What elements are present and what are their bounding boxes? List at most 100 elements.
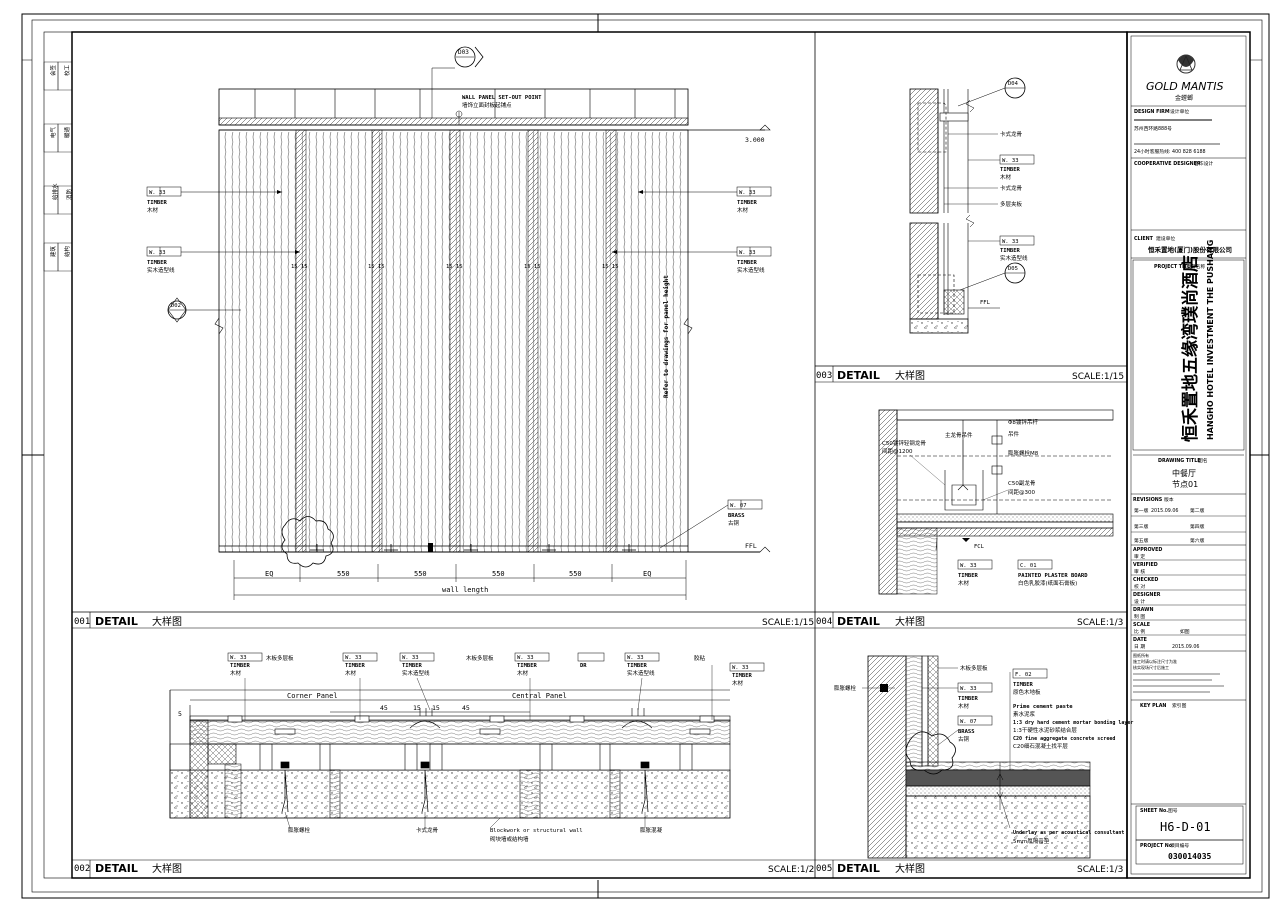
svg-text:版本: 版本 (1164, 496, 1174, 503)
svg-text:CLIENT: CLIENT (1134, 236, 1154, 242)
stamp-7: 建筑 (49, 245, 57, 257)
wood-grain-line (651, 131, 654, 553)
wood-grain-line (427, 131, 430, 553)
wood-grain-line (406, 131, 409, 553)
svg-text:木材: 木材 (732, 679, 744, 687)
stamp-2: 校工 (63, 64, 71, 76)
svg-text:设 计: 设 计 (1134, 598, 1145, 605)
svg-text:木材: 木材 (958, 702, 970, 710)
side-stamp-column (43, 31, 73, 879)
svg-text:VERIFIED: VERIFIED (1133, 562, 1158, 568)
wood-grain-line (434, 131, 437, 553)
svg-text:DETAIL: DETAIL (837, 862, 880, 875)
svg-text:素水泥浆: 素水泥浆 (1013, 710, 1036, 718)
svg-text:FFL: FFL (980, 300, 991, 306)
svg-text:15 15: 15 15 (368, 264, 385, 270)
wood-grain-line (504, 131, 507, 553)
side-stamps: 会签 校工 电气 暖通 给排水 消防 建筑 结构 (43, 61, 73, 272)
svg-text:TIMBER: TIMBER (627, 663, 648, 669)
svg-text:Φ8镀锌吊杆: Φ8镀锌吊杆 (1008, 418, 1038, 426)
wood-grain-line (357, 131, 360, 553)
svg-text:GOLD MANTIS: GOLD MANTIS (1146, 80, 1223, 93)
wood-grain-line (525, 131, 528, 553)
svg-text:间距@300: 间距@300 (1008, 488, 1035, 496)
wood-grain-line (322, 131, 325, 553)
svg-text:卡式龙骨: 卡式龙骨 (416, 826, 439, 834)
wood-grain-line (343, 131, 346, 553)
svg-text:图号: 图号 (1168, 808, 1178, 814)
wood-grain-line (539, 131, 542, 553)
svg-text:木材: 木材 (230, 669, 242, 677)
svg-text:中餐厅: 中餐厅 (1172, 468, 1196, 478)
svg-text:REVISIONS: REVISIONS (1133, 497, 1163, 503)
svg-text:W. 33: W. 33 (1002, 239, 1019, 245)
svg-text:15 15: 15 15 (446, 264, 463, 270)
svg-text:TIMBER: TIMBER (345, 663, 366, 669)
sheet-outer-frame (21, 13, 1270, 899)
svg-text:古铜: 古铜 (958, 735, 970, 743)
svg-text:COOPERATIVE DESIGNER: COOPERATIVE DESIGNER (1134, 161, 1201, 167)
stamp-4: 暖通 (63, 126, 71, 138)
central-panel-label: Central Panel (512, 692, 567, 700)
svg-text:砌块墙或结构墙: 砌块墙或结构墙 (490, 835, 529, 843)
svg-text:001: 001 (74, 617, 90, 627)
svg-text:第二版: 第二版 (1190, 507, 1205, 514)
svg-text:Blockwork or structural wall: Blockwork or structural wall (490, 828, 583, 834)
svg-text:实木造型线: 实木造型线 (737, 266, 765, 274)
svg-text:1:3 dry hard cement mortar bon: 1:3 dry hard cement mortar bonding layer (1013, 720, 1133, 726)
svg-text:DETAIL: DETAIL (95, 615, 138, 628)
svg-text:吊件: 吊件 (1008, 430, 1020, 438)
svg-text:SCALE:1/3: SCALE:1/3 (1077, 865, 1123, 875)
svg-text:TIMBER: TIMBER (1013, 682, 1034, 688)
svg-text:W. 33: W. 33 (1002, 158, 1019, 164)
svg-text:5: 5 (178, 710, 182, 718)
svg-text:木材: 木材 (147, 206, 159, 214)
wood-grain-line (385, 131, 388, 553)
svg-text:设计单位: 设计单位 (1170, 108, 1189, 115)
svg-text:木材: 木材 (958, 579, 970, 587)
svg-text:DATE: DATE (1133, 637, 1147, 643)
svg-text:TIMBER: TIMBER (147, 200, 168, 206)
d05-marker: D05 (1008, 266, 1018, 272)
detail-004-ceiling: FCL 主龙骨吊件 Φ8镀锌吊杆 吊件 膨胀螺栓M8 C50镀锌轻钢龙骨 间距@… (878, 409, 1114, 595)
svg-text:实木造型线: 实木造型线 (402, 669, 430, 677)
svg-text:C. 01: C. 01 (1020, 563, 1037, 569)
wood-grain-line (224, 131, 227, 553)
svg-text:图名: 图名 (1198, 457, 1208, 464)
wood-grain-line (588, 131, 591, 553)
section-marker-d02: D02 (167, 297, 241, 323)
svg-text:大样图: 大样图 (895, 369, 925, 382)
wood-grain-line (231, 131, 234, 553)
refer-note: Refer to drawings for panel height (663, 275, 670, 398)
wood-grain-line (364, 131, 367, 553)
svg-text:TIMBER: TIMBER (732, 673, 753, 679)
wood-grain-line (308, 131, 311, 553)
wood-grain-line (511, 131, 514, 553)
wood-grain-line (616, 131, 619, 553)
svg-text:C50副龙骨: C50副龙骨 (1008, 479, 1036, 487)
wood-grain-line (287, 131, 290, 553)
svg-text:W. 33: W. 33 (627, 655, 644, 661)
wood-grain-line (420, 131, 423, 553)
project-name-cn: 恒禾置地五缘湾璞尚酒店 (1180, 255, 1201, 442)
svg-text:木材: 木材 (1000, 173, 1012, 181)
svg-text:图纸所有: 图纸所有 (1133, 652, 1149, 658)
svg-text:C20 fine aggregate concrete sc: C20 fine aggregate concrete screed (1013, 736, 1115, 742)
svg-text:PROJECT TITLE: PROJECT TITLE (1154, 264, 1193, 270)
wood-grain-line (497, 131, 500, 553)
wood-grain-line (658, 131, 661, 553)
dim-eq-left: EQ (265, 570, 273, 578)
svg-text:第六版: 第六版 (1190, 537, 1205, 544)
wood-grain-line (266, 131, 269, 553)
svg-text:大样图: 大样图 (895, 615, 925, 628)
svg-text:1:3干硬性水泥砂浆结合层: 1:3干硬性水泥砂浆结合层 (1013, 726, 1077, 734)
wood-grain-line (623, 131, 626, 553)
svg-text:SCALE:1/2: SCALE:1/2 (768, 865, 814, 875)
wood-grain-line (679, 131, 682, 553)
svg-text:胶粘: 胶粘 (694, 654, 706, 662)
svg-text:W. 33: W. 33 (739, 250, 756, 256)
svg-text:Underlay as per acoustical con: Underlay as per acoustical consultant (1013, 830, 1124, 836)
svg-text:白色乳胶漆(纸面石膏板): 白色乳胶漆(纸面石膏板) (1018, 579, 1077, 587)
svg-text:施工时请以标注尺寸为准: 施工时请以标注尺寸为准 (1133, 658, 1177, 664)
